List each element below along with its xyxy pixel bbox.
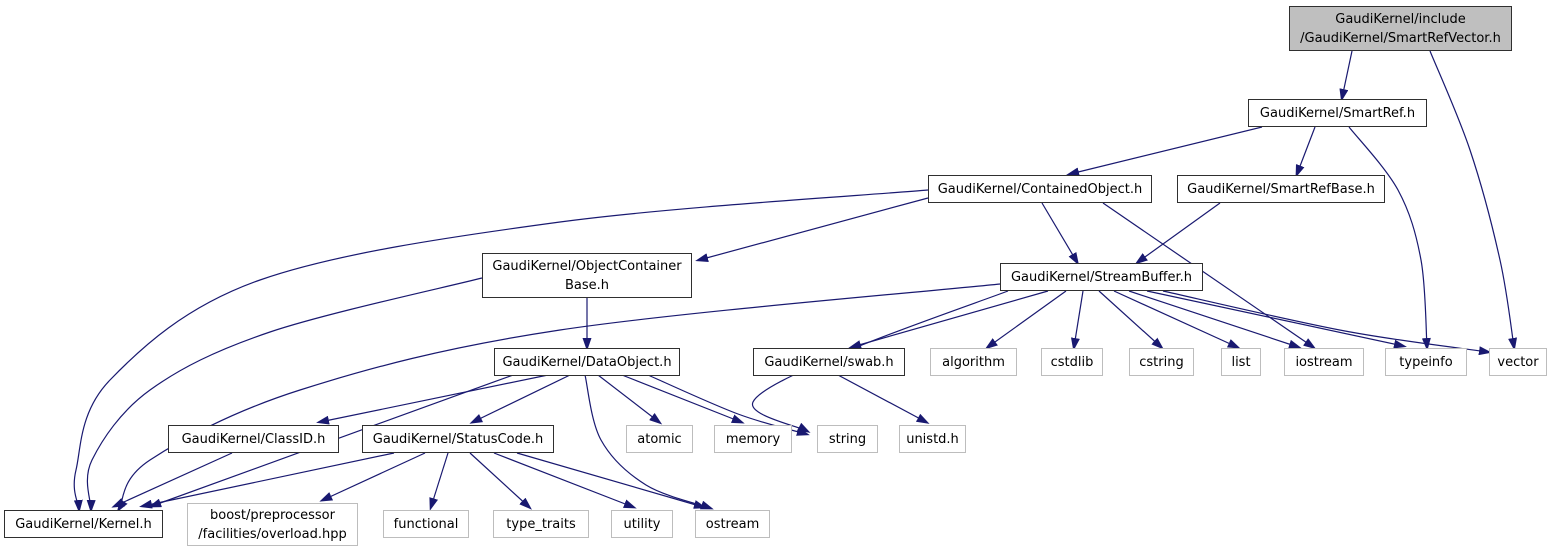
node-algorithm: algorithm — [930, 348, 1017, 376]
node-label: atomic — [637, 431, 682, 447]
edge-streambuffer-to-list — [1113, 290, 1241, 349]
node-streambuffer[interactable]: GaudiKernel/StreamBuffer.h — [1000, 263, 1203, 291]
node-atomic: atomic — [626, 425, 693, 453]
edge-statuscode-to-kernel — [139, 452, 395, 509]
node-label: iostream — [1295, 354, 1353, 370]
node-label: /GaudiKernel/SmartRefVector.h — [1300, 30, 1501, 46]
edge-streambuffer-to-kernel — [116, 283, 1001, 513]
node-label: GaudiKernel/SmartRef.h — [1259, 105, 1416, 121]
edge-dataobject-to-statuscode — [469, 374, 571, 424]
edge-dataobject-to-ostream — [584, 374, 714, 510]
node-label: Base.h — [564, 277, 610, 293]
node-string: string — [817, 425, 878, 453]
node-label: GaudiKernel/ContainedObject.h — [937, 181, 1143, 197]
edge-root-to-vector — [1429, 50, 1518, 351]
node-utility: utility — [611, 510, 673, 538]
edge-statuscode-to-boost — [319, 452, 426, 502]
node-label: functional — [393, 516, 459, 532]
edge-statuscode-to-utility — [493, 452, 637, 509]
edge-streambuffer-to-iostream — [1128, 290, 1302, 349]
node-memory: memory — [714, 425, 792, 453]
node-label: algorithm — [942, 354, 1005, 370]
node-label: GaudiKernel/StreamBuffer.h — [1010, 269, 1193, 285]
node-classid[interactable]: GaudiKernel/ClassID.h — [168, 425, 339, 453]
node-label: string — [828, 431, 867, 447]
node-label: utility — [623, 516, 661, 532]
edge-classid-to-kernel — [111, 452, 233, 508]
node-root: GaudiKernel/include/GaudiKernel/SmartRef… — [1289, 6, 1512, 51]
node-boost: boost/preprocessor/facilities/overload.h… — [187, 503, 358, 546]
edge-smartref-to-smartrefbase — [1295, 126, 1316, 178]
node-label: GaudiKernel/ObjectContainer — [492, 258, 682, 274]
edge-statuscode-to-functional — [429, 452, 449, 511]
node-label: GaudiKernel/swab.h — [764, 354, 894, 370]
edge-streambuffer-to-cstring — [1098, 290, 1164, 350]
node-label: GaudiKernel/Kernel.h — [15, 516, 152, 532]
node-iostream: iostream — [1284, 348, 1364, 376]
node-label: unistd.h — [906, 431, 959, 447]
node-label: list — [1231, 354, 1251, 370]
edge-statuscode-to-type_traits — [469, 452, 532, 510]
node-list: list — [1221, 348, 1261, 376]
node-typeinfo: typeinfo — [1385, 348, 1467, 376]
edge-containedobject-to-kernel — [73, 189, 929, 513]
node-functional: functional — [383, 510, 469, 538]
node-dataobject[interactable]: GaudiKernel/DataObject.h — [494, 348, 680, 376]
node-label: cstring — [1139, 354, 1184, 370]
edge-smartref-to-containedobject — [1066, 126, 1263, 177]
node-kernel[interactable]: GaudiKernel/Kernel.h — [4, 510, 163, 538]
node-label: GaudiKernel/SmartRefBase.h — [1187, 181, 1375, 197]
node-label: cstdlib — [1050, 354, 1094, 370]
edge-swab-to-unistd — [837, 374, 930, 424]
edge-streambuffer-to-cstdlib — [1070, 290, 1084, 351]
node-label: vector — [1497, 354, 1539, 370]
node-smartrefbase[interactable]: GaudiKernel/SmartRefBase.h — [1177, 175, 1385, 203]
edge-containedobject-to-objectcontainerbase — [695, 197, 929, 262]
node-containedobject[interactable]: GaudiKernel/ContainedObject.h — [928, 175, 1152, 203]
edge-streambuffer-to-algorithm — [984, 290, 1067, 350]
edge-statuscode-to-ostream — [516, 452, 707, 509]
edge-dataobject-to-classid — [316, 374, 549, 425]
edge-root-to-smartref — [1339, 50, 1353, 102]
edge-streambuffer-to-typeinfo — [1146, 290, 1407, 349]
node-type_traits: type_traits — [493, 510, 589, 538]
node-statuscode[interactable]: GaudiKernel/StatusCode.h — [362, 425, 554, 453]
edge-objectcontainerbase-to-kernel — [86, 277, 483, 513]
node-label: GaudiKernel/DataObject.h — [502, 354, 672, 370]
edge-containedobject-to-iostream — [1102, 202, 1317, 350]
edge-containedobject-to-streambuffer — [1041, 202, 1080, 266]
node-label: GaudiKernel/StatusCode.h — [372, 431, 544, 447]
node-vector: vector — [1489, 348, 1547, 376]
node-label: type_traits — [506, 516, 576, 532]
edge-streambuffer-to-swab — [848, 290, 1049, 349]
node-cstdlib: cstdlib — [1041, 348, 1103, 376]
node-label: /facilities/overload.hpp — [198, 526, 347, 542]
edge-smartref-to-typeinfo — [1348, 126, 1431, 351]
node-unistd: unistd.h — [899, 425, 966, 453]
edge-dataobject-to-memory — [621, 374, 745, 424]
node-swab[interactable]: GaudiKernel/swab.h — [753, 348, 905, 376]
node-ostream: ostream — [695, 510, 770, 538]
node-label: GaudiKernel/include — [1335, 11, 1466, 27]
edge-dataobject-to-atomic — [597, 374, 663, 425]
node-label: boost/preprocessor — [210, 507, 335, 523]
node-label: ostream — [705, 516, 760, 532]
node-smartref[interactable]: GaudiKernel/SmartRef.h — [1248, 99, 1427, 127]
node-label: typeinfo — [1399, 354, 1453, 370]
node-label: memory — [725, 431, 781, 447]
node-cstring: cstring — [1129, 348, 1194, 376]
edge-streambuffer-to-vector — [1162, 290, 1492, 356]
edge-smartrefbase-to-streambuffer — [1134, 202, 1221, 265]
node-label: GaudiKernel/ClassID.h — [181, 431, 326, 447]
